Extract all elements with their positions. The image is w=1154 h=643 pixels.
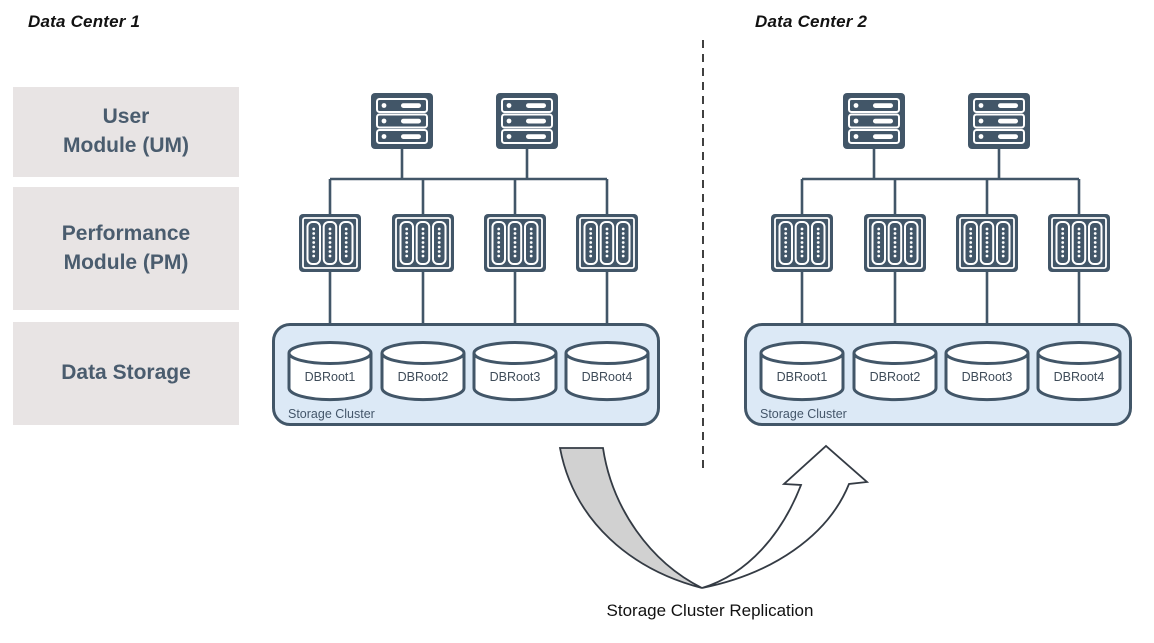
- legend-user-module-line2: Module (UM): [63, 134, 189, 157]
- dbroot-cylinder: DBRoot2: [380, 341, 466, 402]
- um-server-icon: [843, 93, 905, 149]
- pm-module-icon: [1048, 214, 1110, 272]
- pm-module-icon: [576, 214, 638, 272]
- dbroot-label: DBRoot2: [398, 370, 449, 384]
- dbroot-cylinder: DBRoot1: [287, 341, 373, 402]
- replication-arrow-head: [701, 444, 870, 589]
- datacenter-2-group: DBRoot1 DBRoot2 DBRoot3 DBRoot4 Storage …: [744, 90, 1132, 430]
- legend-data-storage: Data Storage: [13, 322, 239, 425]
- dbroot-label: DBRoot1: [305, 370, 356, 384]
- pm-module-icon: [864, 214, 926, 272]
- dbroot-label: DBRoot1: [777, 370, 828, 384]
- um-server-icon: [496, 93, 558, 149]
- dbroot-cylinder: DBRoot4: [564, 341, 650, 402]
- dbroot-cylinder: DBRoot3: [472, 341, 558, 402]
- datacenter-2-title: Data Center 2: [755, 12, 868, 31]
- dbroot-label: DBRoot2: [870, 370, 921, 384]
- legend-performance-module-line2: Module (PM): [63, 250, 189, 274]
- dbroot-cylinder: DBRoot1: [759, 341, 845, 402]
- replication-caption: Storage Cluster Replication: [606, 601, 814, 620]
- dbroot-label: DBRoot4: [1054, 370, 1105, 384]
- datacenter-1-group: DBRoot1 DBRoot2 DBRoot3 DBRoot4 Storage …: [272, 90, 660, 430]
- um-server-icon: [371, 93, 433, 149]
- legend-user-module: User Module (UM): [13, 87, 239, 177]
- dbroot-label: DBRoot4: [582, 370, 633, 384]
- legend-data-storage-line1: Data Storage: [61, 361, 191, 385]
- dbroot-label: DBRoot3: [962, 370, 1013, 384]
- legend-user-module-line1: User: [102, 105, 150, 129]
- pm-module-icon: [484, 214, 546, 272]
- legend-performance-module-line1: Performance: [61, 221, 191, 245]
- pm-module-icon: [299, 214, 361, 272]
- um-server-icon: [968, 93, 1030, 149]
- storage-cluster-label: Storage Cluster: [760, 407, 847, 421]
- pm-module-icon: [956, 214, 1018, 272]
- datacenter-1-title: Data Center 1: [28, 12, 141, 31]
- dbroot-cylinder: DBRoot4: [1036, 341, 1122, 402]
- legend-performance-module: Performance Module (PM): [13, 187, 239, 310]
- dbroot-cylinder: DBRoot2: [852, 341, 938, 402]
- storage-cluster-label: Storage Cluster: [288, 407, 375, 421]
- replication-arrow-tail: [558, 447, 703, 589]
- dbroot-cylinder: DBRoot3: [944, 341, 1030, 402]
- dbroot-label: DBRoot3: [490, 370, 541, 384]
- pm-module-icon: [771, 214, 833, 272]
- pm-module-icon: [392, 214, 454, 272]
